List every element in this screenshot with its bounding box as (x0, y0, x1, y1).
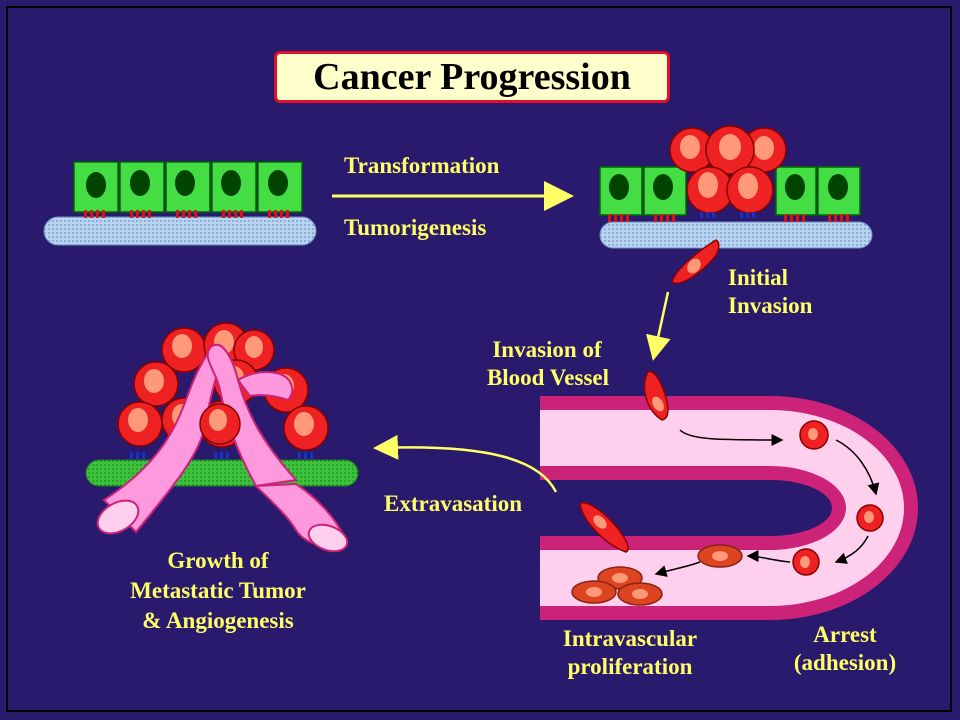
flow-arrows (654, 429, 880, 577)
circulating-cells (571, 420, 884, 606)
basement-membrane (43, 216, 317, 246)
adhesion-receptors (84, 210, 289, 218)
label-adhesion: (adhesion) (793, 650, 897, 675)
primary-tumor (599, 125, 873, 285)
label-invasion-of: Invasion of (492, 337, 602, 362)
label-tumorigenesis: Tumorigenesis (344, 215, 487, 240)
label-invasion: Invasion (728, 293, 813, 318)
metastatic-tumor (85, 322, 359, 553)
label-initial: Initial (728, 265, 789, 290)
label-proliferation: proliferation (567, 654, 693, 679)
basement-membrane-2 (599, 221, 873, 249)
tumor-cell-cluster (669, 125, 787, 218)
title-box: Cancer Progression (274, 51, 670, 103)
label-angiogenesis: & Angiogenesis (142, 608, 294, 633)
label-intravascular: Intravascular (562, 626, 698, 651)
vessel-end-right (307, 523, 349, 553)
label-arrest: Arrest (813, 622, 877, 647)
label-metastatic-tumor: Metastatic Tumor (130, 578, 306, 603)
normal-epithelium (43, 161, 317, 246)
stroma (85, 459, 359, 487)
label-transformation: Transformation (344, 153, 500, 178)
label-extravasation: Extravasation (384, 491, 522, 516)
label-growth-of: Growth of (167, 548, 269, 573)
vessel-end-left (96, 499, 140, 535)
page-title: Cancer Progression (313, 56, 631, 98)
invasion-arrow (646, 291, 671, 361)
label-blood-vessel: Blood Vessel (486, 365, 610, 390)
extravasation-arrow (373, 434, 558, 493)
normal-cells (73, 161, 303, 213)
